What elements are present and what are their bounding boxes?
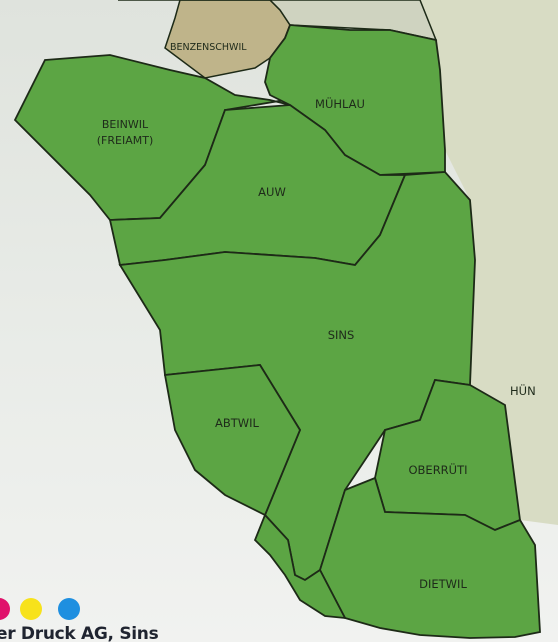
municipality-beinwil-label: BEINWIL <box>102 118 149 131</box>
neighbor-east-area <box>420 0 558 525</box>
municipality-oberrueti-label: OBERRÜTI <box>408 461 467 477</box>
footer-dot-yellow <box>20 598 42 620</box>
footer-dot-magenta <box>0 598 10 620</box>
footer-text: er Druck AG, Sins <box>0 624 159 642</box>
municipality-muehlau-label: MÜHLAU <box>315 95 365 111</box>
footer-dot-cyan <box>58 598 80 620</box>
municipality-abtwil-area[interactable] <box>163 364 302 517</box>
municipality-sins-label: SINS <box>328 328 355 342</box>
neighbor-strip-area <box>180 0 438 42</box>
municipality-dietwil-label: DIETWIL <box>419 577 467 591</box>
municipality-beinwil-sublabel: (FREIAMT) <box>97 134 153 147</box>
municipality-dietwil-area[interactable] <box>319 476 541 639</box>
southwest-area <box>253 513 347 620</box>
neighbor-benzenschwil-label: BENZENSCHWIL <box>170 42 247 53</box>
neighbor-huenenberg-label: HÜN <box>510 382 536 398</box>
municipality-auw-label: AUW <box>258 185 286 199</box>
municipality-abtwil-label: ABTWIL <box>215 416 260 430</box>
